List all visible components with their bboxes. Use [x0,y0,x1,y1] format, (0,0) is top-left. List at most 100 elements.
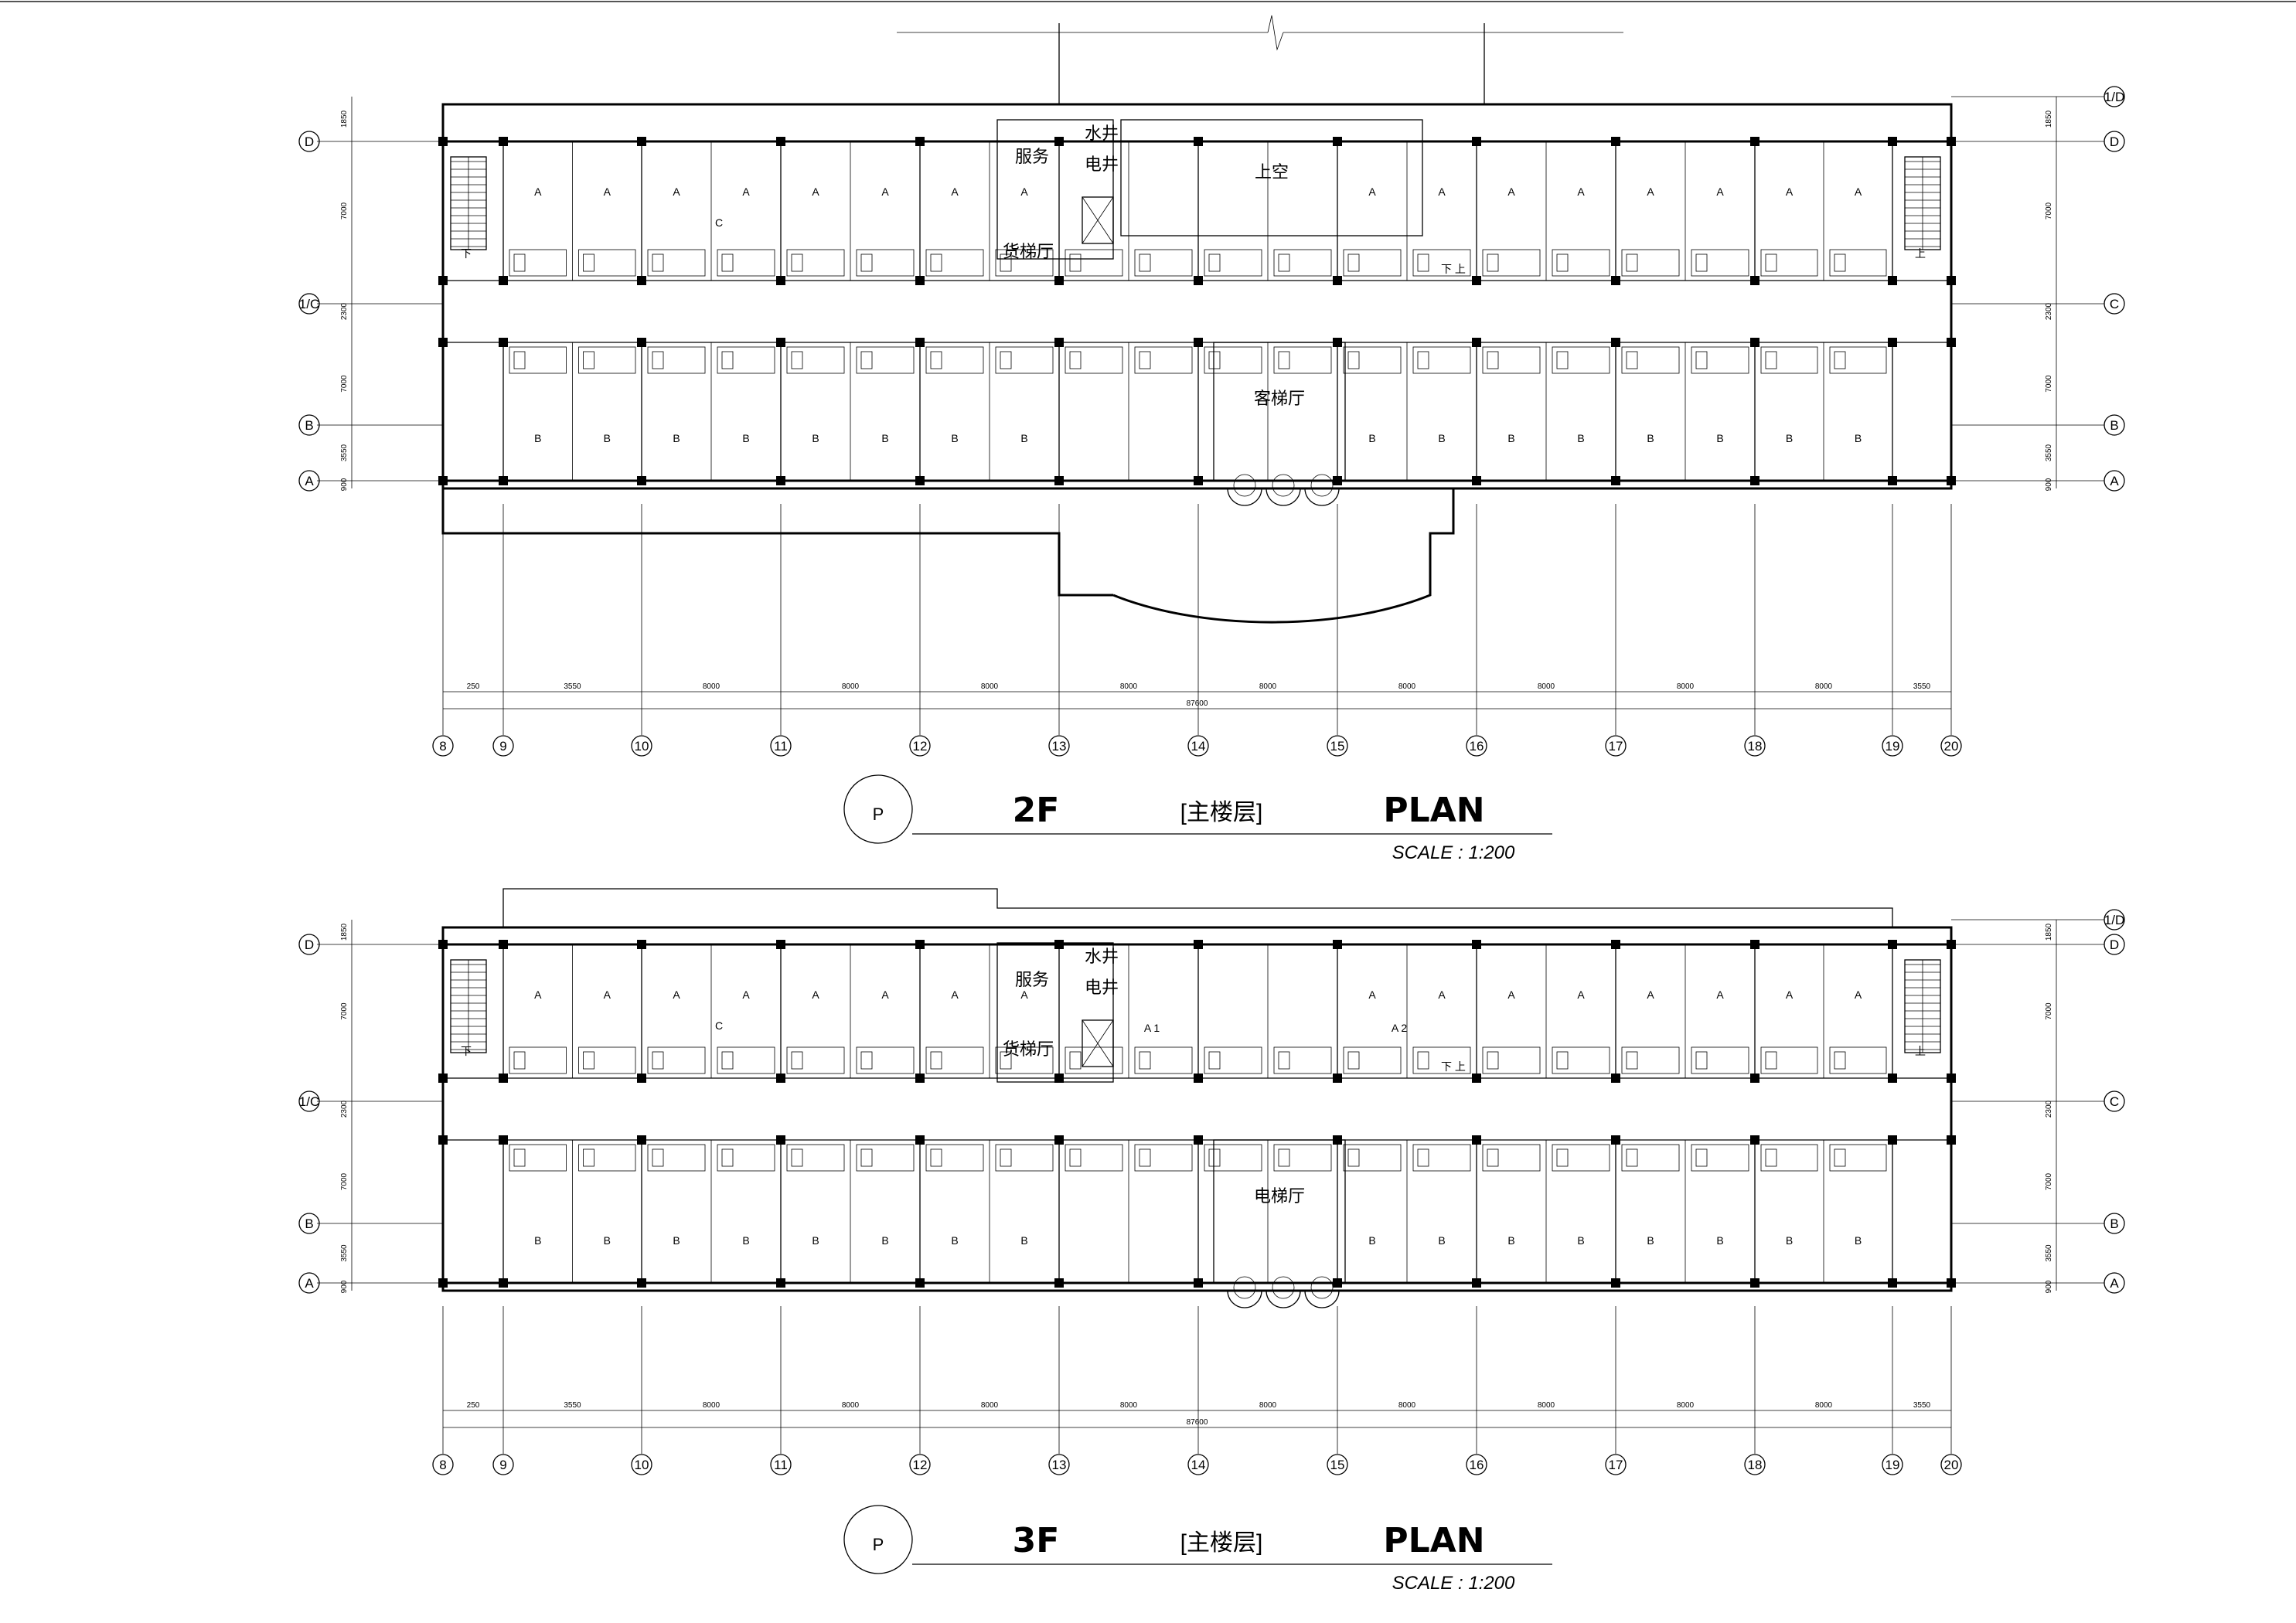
room-type-b: B [1507,1234,1514,1247]
wc-fixture [1487,1148,1499,1167]
room-type-a: A [951,185,959,198]
dimension-value-v: 1850 [340,923,349,941]
south-podium-arc [1112,488,1455,624]
label-water-shaft: 水井 [1085,124,1119,143]
bathroom-south [1691,346,1749,374]
room-type-b: B [604,432,611,444]
bathroom-north [1621,249,1680,277]
dimension-value: 8000 [1120,1401,1138,1410]
wc-fixture [1417,1148,1429,1167]
wc-fixture [1695,253,1708,272]
bathroom-north [1204,249,1262,277]
bathroom-south [509,346,567,374]
dimension-value-v-right: 3550 [2045,1244,2053,1262]
bathroom-north [509,1046,567,1074]
dimension-value-v: 900 [340,1280,349,1293]
room-type-b: B [673,432,680,444]
service-core [996,942,1114,1083]
column [1054,276,1064,285]
bathroom-north [995,1046,1054,1074]
column [1054,338,1064,347]
column [1611,276,1620,285]
dimension-value-v-right: 1850 [2045,923,2053,941]
room-type-b: B [951,432,958,444]
wc-fixture [1765,253,1777,272]
wc-fixture [513,253,526,272]
column [1888,137,1897,146]
grid-bubble [432,1454,454,1475]
bathroom-south [1065,346,1123,374]
wc-fixture [1347,253,1360,272]
bathroom-south [578,1144,636,1172]
column [1333,276,1342,285]
room-type-b: B [742,1234,749,1247]
room-type-b: B [673,1234,680,1247]
grid-label-x: 17 [1609,1458,1623,1472]
wc-fixture [1000,1051,1012,1070]
column [1054,940,1064,949]
bathroom-south [995,1144,1054,1172]
dimension-value-v-right: 7000 [2045,1002,2053,1020]
wc-fixture [513,1051,526,1070]
column [1472,1073,1481,1083]
grid-bubble-left [298,470,320,492]
grid-label-x: 11 [774,1458,788,1472]
column [1194,276,1203,285]
bathroom-south [1621,1144,1680,1172]
wc-fixture [1347,351,1360,369]
wc-fixture [1208,1148,1221,1167]
plan-subtitle: [主楼层] [1180,800,1263,825]
column [1611,1135,1620,1145]
wc-fixture [721,253,734,272]
bathroom-north [647,1046,706,1074]
grid-bubble [1882,1454,1903,1475]
label-room-a1: A 1 [1144,1022,1160,1034]
column [915,137,925,146]
dimension-value-v: 3550 [340,1244,349,1262]
room-type-b: B [604,1234,611,1247]
service-core [996,119,1114,260]
column [1947,276,1956,285]
column [776,1073,785,1083]
grid-label-left: B [305,1216,313,1231]
column [1333,940,1342,949]
room-type-a: A [1786,185,1794,198]
bathroom-north [1482,249,1541,277]
label-water-shaft: 水井 [1085,947,1119,966]
wc-fixture [930,253,942,272]
grid-label-left: A [305,1276,314,1291]
stair-east [1904,959,1941,1053]
grid-bubble [1940,735,1962,757]
room-type-a: A [1577,988,1585,1001]
grid-label-x: 12 [913,739,928,754]
column [1054,137,1064,146]
column [637,1135,646,1145]
room-type-a: A [673,988,680,1001]
room-type-b: B [1368,1234,1375,1247]
grid-label-right: B [2110,418,2118,433]
dimension-value-v: 7000 [340,1172,349,1190]
bathroom-north [856,249,915,277]
room-type-c: C [715,216,723,229]
grid-bubble-right [2104,293,2125,315]
outer-wall [441,926,1953,1292]
column [1750,1135,1759,1145]
label-service: 服务 [1015,970,1049,989]
bathroom-north [1691,1046,1749,1074]
bathroom-south [717,1144,775,1172]
lobby-bay [1213,1139,1346,1284]
grid-bubble-left [298,131,320,152]
bathroom-south [995,346,1054,374]
room-type-b: B [1020,1234,1027,1247]
bathroom-south [1760,1144,1818,1172]
bathroom-south [1065,1144,1123,1172]
wc-fixture [1278,253,1290,272]
column [1194,1073,1203,1083]
room-type-b: B [881,1234,888,1247]
room-type-b: B [1438,1234,1445,1247]
wc-fixture [1069,351,1082,369]
bathroom-south [578,346,636,374]
column [637,476,646,485]
label-room-a2: A 2 [1392,1022,1407,1034]
